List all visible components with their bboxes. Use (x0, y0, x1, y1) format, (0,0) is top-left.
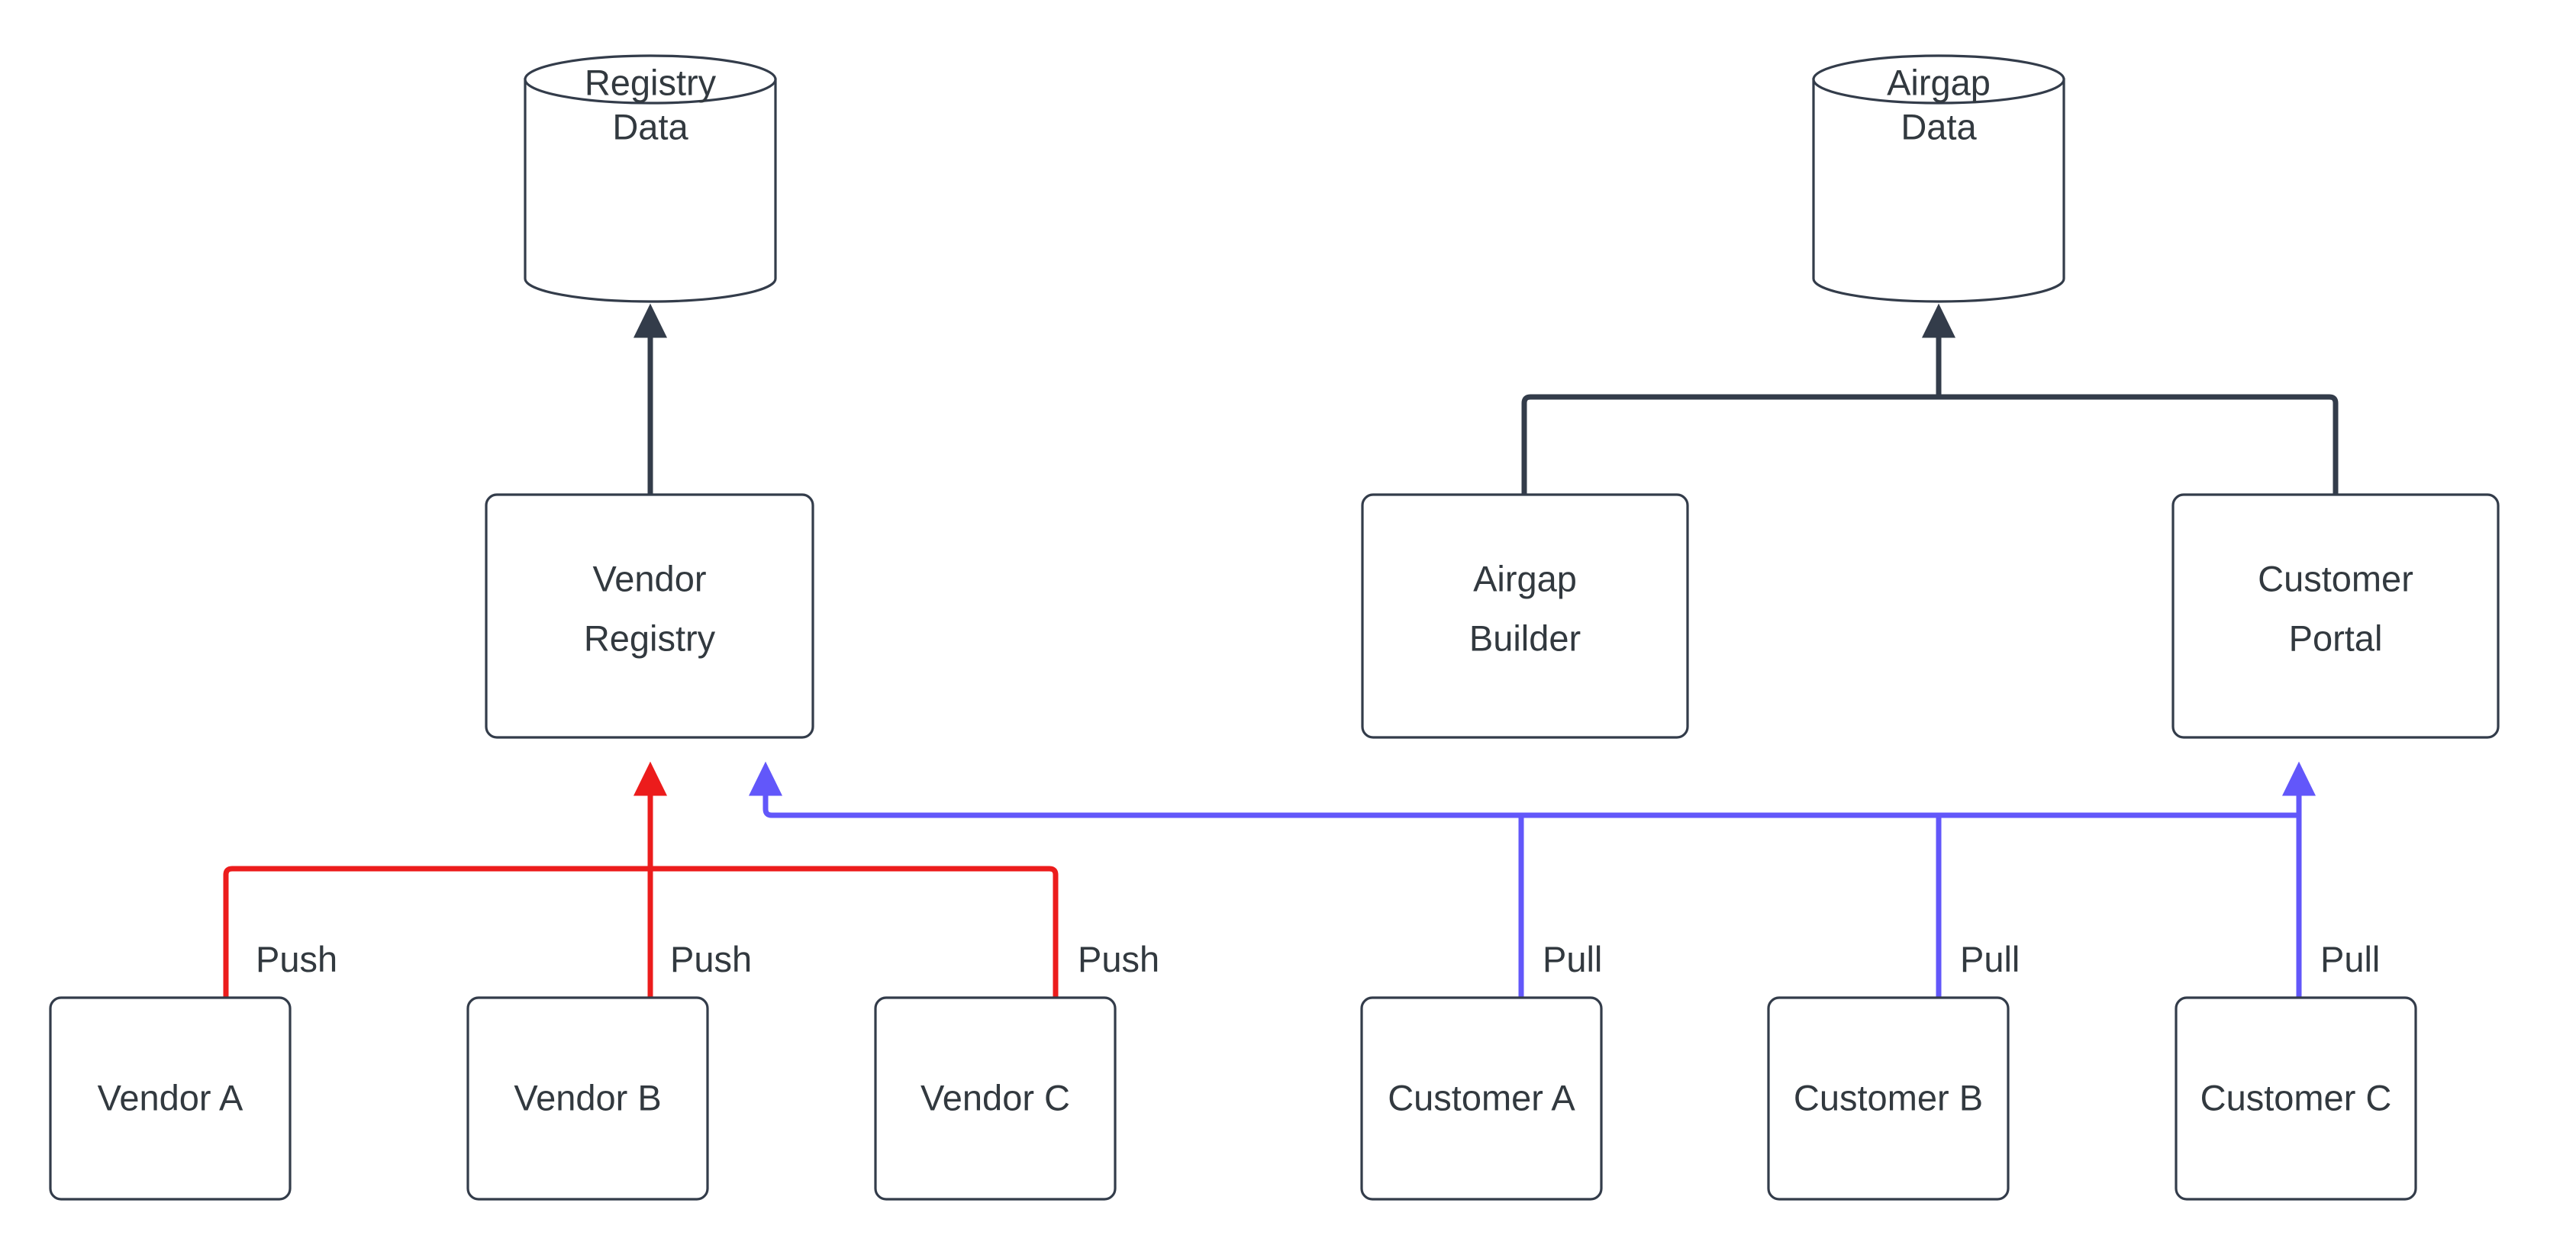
edge-vendor-a-push (223, 866, 650, 998)
edge-airgap-builder-to-airgap-data (1521, 394, 1939, 495)
vendor-a-box (49, 996, 292, 1201)
airgap-builder-box (1361, 493, 1689, 739)
edge-vendor-c-push (650, 866, 1059, 998)
edge-label-push-vendor-b: Push (670, 939, 752, 979)
airgap-builder-label-line1: Airgap (1473, 558, 1577, 598)
edge-label-push-vendor-a: Push (256, 939, 337, 979)
edge-pull-bus-to-vendor-registry (748, 761, 2299, 818)
airgap-data-label-line2: Data (1901, 106, 1977, 147)
customer-b-box (1767, 996, 2010, 1201)
node-vendor-registry[interactable]: Vendor Registry (485, 493, 814, 739)
node-airgap-data[interactable]: Airgap Data (1812, 54, 2065, 303)
customer-portal-label-line2: Portal (2289, 618, 2383, 658)
node-airgap-builder[interactable]: Airgap Builder (1361, 493, 1689, 739)
node-vendor-b[interactable]: Vendor B (466, 996, 709, 1201)
registry-data-cylinder-body (524, 78, 777, 303)
customer-portal-label-line1: Customer (2258, 558, 2413, 598)
customer-b-label: Customer B (1794, 1077, 1983, 1118)
node-customer-c[interactable]: Customer C (2175, 996, 2417, 1201)
vendor-c-box (874, 996, 1117, 1201)
node-vendor-c[interactable]: Vendor C (874, 996, 1117, 1201)
airgap-data-cylinder-body (1812, 78, 2065, 303)
edge-label-push-vendor-c: Push (1078, 939, 1159, 979)
vendor-a-label: Vendor A (98, 1077, 243, 1118)
edge-label-pull-customer-a: Pull (1543, 939, 1602, 979)
airgap-builder-label-line2: Builder (1469, 618, 1581, 658)
vendor-c-label: Vendor C (920, 1077, 1070, 1118)
edge-label-pull-customer-b: Pull (1960, 939, 2020, 979)
node-customer-a[interactable]: Customer A (1360, 996, 1603, 1201)
edge-customer-portal-to-airgap-data (1939, 394, 2339, 495)
edge-label-pull-customer-c: Pull (2320, 939, 2380, 979)
vendor-registry-box (485, 493, 814, 739)
vendor-b-box (466, 996, 709, 1201)
registry-data-cylinder-top (524, 54, 777, 105)
vendor-registry-label-line2: Registry (584, 618, 716, 658)
registry-data-label-line2: Data (612, 106, 688, 147)
vendor-registry-label-line1: Vendor (593, 558, 707, 598)
airgap-data-label-line1: Airgap (1887, 62, 1991, 102)
registry-data-label-line1: Registry (585, 62, 717, 102)
customer-portal-box (2171, 493, 2500, 739)
airgap-data-cylinder-top (1812, 54, 2065, 105)
customer-a-label: Customer A (1388, 1077, 1575, 1118)
node-customer-b[interactable]: Customer B (1767, 996, 2010, 1201)
customer-a-box (1360, 996, 1603, 1201)
customer-c-box (2175, 996, 2417, 1201)
node-vendor-a[interactable]: Vendor A (49, 996, 292, 1201)
node-registry-data[interactable]: Registry Data (524, 54, 777, 303)
vendor-b-label: Vendor B (514, 1077, 661, 1118)
node-customer-portal[interactable]: Customer Portal (2171, 493, 2500, 739)
customer-c-label: Customer C (2200, 1077, 2392, 1118)
